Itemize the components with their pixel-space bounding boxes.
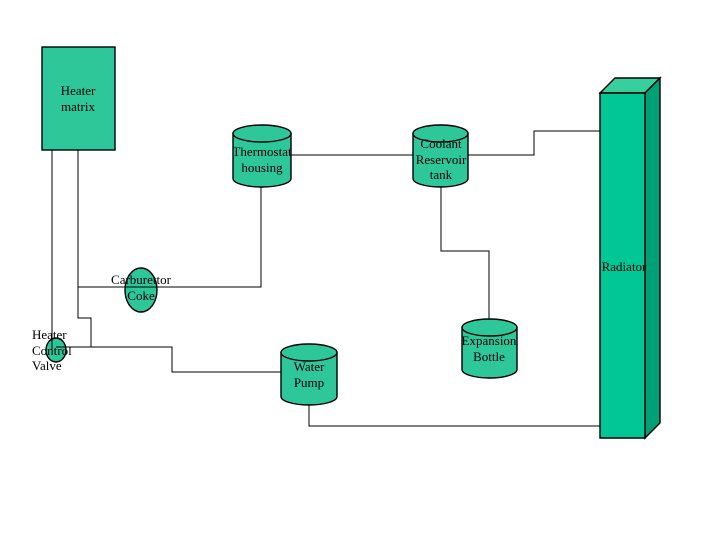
expansion-bottle-label: Expansion Bottle bbox=[462, 333, 517, 364]
pipe-carburettor-to-thermostat bbox=[78, 187, 262, 288]
water-pump-node[interactable] bbox=[280, 343, 338, 406]
label-line: Water bbox=[293, 359, 325, 374]
carburettor-coke-label: Carburettor Coke bbox=[111, 272, 171, 303]
pipe-heater-matrix-return bbox=[77, 150, 92, 347]
thermostat-housing-node[interactable] bbox=[232, 124, 292, 188]
radiator-node[interactable] bbox=[598, 76, 662, 440]
label-line: tank bbox=[429, 167, 453, 182]
pipe-coolant-tank-to-expansion-bottle bbox=[440, 187, 490, 319]
label-line: Heater bbox=[32, 327, 67, 342]
label-line: Reservoir bbox=[415, 151, 467, 167]
label-line: Expansion bbox=[461, 333, 517, 348]
heater-matrix-label: Heater matrix bbox=[61, 83, 96, 114]
pipe-coolant-tank-to-radiator bbox=[468, 130, 600, 156]
label-line: Coolant bbox=[420, 136, 462, 151]
label-line: Carburettor bbox=[111, 272, 171, 287]
coolant-reservoir-tank-label: Coolant Reservoir tank bbox=[416, 136, 467, 183]
carburettor-coke-node[interactable] bbox=[124, 267, 158, 313]
label-line: Thermostat bbox=[232, 144, 292, 159]
heater-control-valve-label: Heater Control Valve bbox=[32, 327, 72, 374]
water-pump-label: Water Pump bbox=[294, 359, 325, 390]
pipe-valve-to-water-pump bbox=[56, 346, 281, 373]
label-line: Control bbox=[32, 342, 72, 358]
label-line: Radiator bbox=[601, 259, 647, 274]
label-line: matrix bbox=[61, 98, 95, 114]
label-line: Bottle bbox=[473, 348, 505, 364]
coolant-reservoir-tank-node[interactable] bbox=[412, 124, 469, 188]
thermostat-housing-label: Thermostat housing bbox=[232, 144, 291, 175]
heater-control-valve-node[interactable] bbox=[45, 337, 67, 363]
label-line: Pump bbox=[293, 374, 325, 390]
expansion-bottle-node[interactable] bbox=[461, 318, 518, 379]
radiator-label: Radiator bbox=[602, 259, 647, 275]
label-line: Coke bbox=[127, 287, 155, 303]
label-line: Heater bbox=[60, 83, 96, 98]
label-line: housing bbox=[241, 159, 283, 175]
pipe-water-pump-to-radiator bbox=[308, 405, 600, 427]
heater-matrix-node[interactable] bbox=[41, 46, 116, 151]
label-line: Valve bbox=[32, 358, 62, 373]
